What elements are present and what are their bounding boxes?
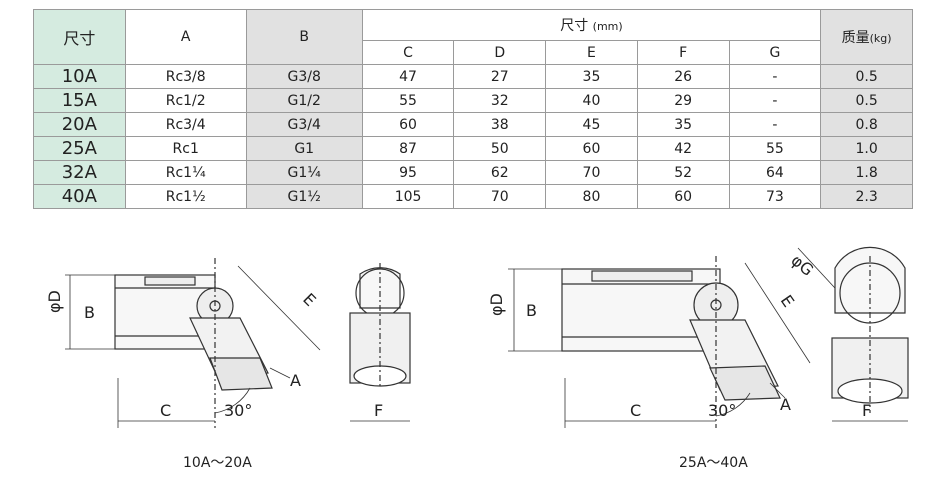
label-b: B [84, 303, 95, 322]
cell-a: Rc1/2 [124, 88, 247, 113]
cell-size: 25A [33, 136, 126, 161]
header-b: B [245, 9, 363, 65]
cell-c: 55 [361, 88, 455, 113]
cell-b: G3/8 [245, 64, 363, 89]
header-mass: 质量(kg) [820, 9, 913, 65]
header-size: 尺寸 [33, 9, 126, 65]
header-dimensions: 尺寸 (mm) [361, 9, 822, 41]
cell-e: 70 [545, 160, 638, 185]
cell-e: 40 [545, 88, 638, 113]
header-c: C [361, 40, 455, 65]
label-phi-d-large: φD [487, 293, 506, 316]
header-e: E [545, 40, 638, 65]
cell-f: 26 [636, 64, 730, 89]
cell-e: 45 [545, 112, 638, 137]
elbow-front-view [349, 263, 411, 388]
cell-e: 35 [545, 64, 638, 89]
cell-c: 95 [361, 160, 455, 185]
cell-f: 60 [636, 184, 730, 209]
label-angle-large: 30° [708, 401, 736, 420]
cell-d: 50 [453, 136, 547, 161]
cell-size: 15A [33, 88, 126, 113]
header-a: A [124, 9, 247, 65]
label-c-large: C [630, 401, 641, 420]
cell-a: Rc3/8 [124, 64, 247, 89]
cell-size: 20A [33, 112, 126, 137]
cell-b: G1/2 [245, 88, 363, 113]
caption-10a-20a: 10A～20A [183, 455, 252, 471]
cell-size: 10A [33, 64, 126, 89]
cell-a: Rc1¼ [124, 160, 247, 185]
cell-d: 27 [453, 64, 547, 89]
drawing-10a-20a: φD B E A C 30° F [45, 258, 411, 428]
cell-b: G3/4 [245, 112, 363, 137]
cell-f: 42 [636, 136, 730, 161]
cell-g: 73 [728, 184, 822, 209]
cell-b: G1½ [245, 184, 363, 209]
cell-b: G1¼ [245, 160, 363, 185]
cell-a: Rc1 [124, 136, 247, 161]
cell-f: 35 [636, 112, 730, 137]
cell-mass: 1.8 [820, 160, 913, 185]
cell-f: 52 [636, 160, 730, 185]
cell-size: 32A [33, 160, 126, 185]
cell-e: 80 [545, 184, 638, 209]
cell-c: 87 [361, 136, 455, 161]
label-phi-g: φG [787, 251, 817, 280]
cell-g: - [728, 88, 822, 113]
cell-c: 47 [361, 64, 455, 89]
cell-c: 105 [361, 184, 455, 209]
label-a-large: A [780, 395, 791, 414]
cell-b: G1 [245, 136, 363, 161]
elbow-side-view-large [561, 256, 781, 428]
label-e-large: E [777, 291, 798, 310]
caption-25a-40a: 25A～40A [679, 455, 748, 471]
cell-a: Rc1½ [124, 184, 247, 209]
label-angle: 30° [224, 401, 252, 420]
cell-g: 55 [728, 136, 822, 161]
cell-g: - [728, 64, 822, 89]
label-e: E [299, 289, 320, 310]
drawing-25a-40a: φD B E A C 30° F φG [487, 246, 909, 428]
cell-d: 32 [453, 88, 547, 113]
cell-mass: 0.8 [820, 112, 913, 137]
label-phi-d: φD [45, 290, 64, 313]
header-d: D [453, 40, 547, 65]
cell-size: 40A [33, 184, 126, 209]
elbow-side-view [114, 258, 273, 428]
elbow-front-view-large [831, 246, 909, 413]
cell-d: 62 [453, 160, 547, 185]
cell-mass: 0.5 [820, 64, 913, 89]
header-f: F [636, 40, 730, 65]
cell-mass: 2.3 [820, 184, 913, 209]
cell-g: 64 [728, 160, 822, 185]
cell-e: 60 [545, 136, 638, 161]
cell-g: - [728, 112, 822, 137]
label-b-large: B [526, 301, 537, 320]
cell-c: 60 [361, 112, 455, 137]
cell-f: 29 [636, 88, 730, 113]
label-f: F [374, 401, 383, 420]
label-a: A [290, 371, 301, 390]
cell-mass: 0.5 [820, 88, 913, 113]
cell-mass: 1.0 [820, 136, 913, 161]
cell-d: 70 [453, 184, 547, 209]
label-f-large: F [862, 401, 871, 420]
cell-d: 38 [453, 112, 547, 137]
label-c: C [160, 401, 171, 420]
cell-a: Rc3/4 [124, 112, 247, 137]
header-g: G [728, 40, 822, 65]
